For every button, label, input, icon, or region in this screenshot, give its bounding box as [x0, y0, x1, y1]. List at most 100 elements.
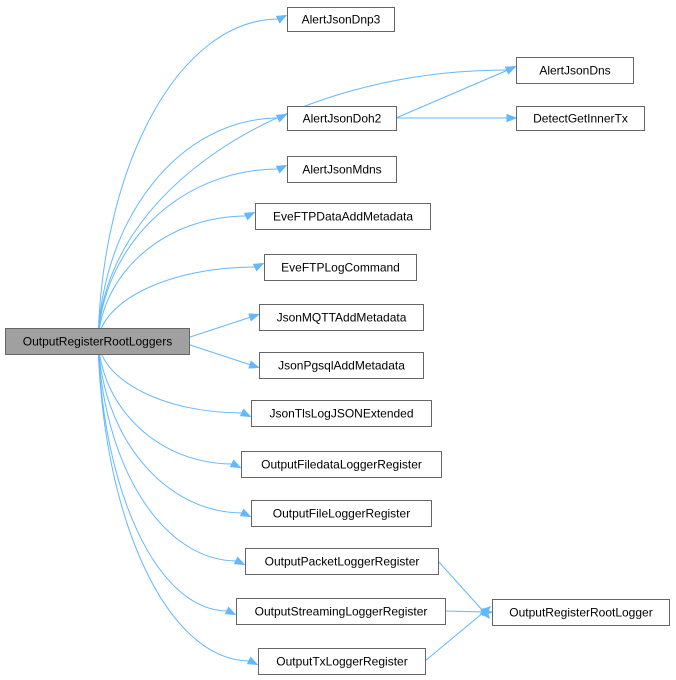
node-ftpdata[interactable]: EveFTPDataAddMetadata — [255, 203, 431, 230]
edge-root-to-mdns — [97, 164, 288, 342]
node-dns[interactable]: AlertJsonDns — [516, 57, 634, 84]
node-box — [236, 598, 446, 625]
arrowhead — [248, 360, 260, 369]
arrowhead — [275, 14, 288, 24]
node-label: EveFTPLogCommand — [281, 261, 400, 275]
edge-root-to-mqtt — [188, 313, 260, 338]
node-label: JsonPgsqlAddMetadata — [278, 359, 405, 373]
edge-line — [97, 340, 229, 612]
arrowhead — [224, 606, 237, 616]
node-box — [287, 106, 397, 131]
edge-doh2-to-innertx — [396, 113, 518, 123]
node-label: OutputFiledataLoggerRegister — [261, 458, 422, 472]
node-box — [259, 352, 424, 379]
node-label: OutputStreamingLoggerRegister — [255, 605, 428, 619]
edge-line — [395, 69, 509, 119]
node-innertx[interactable]: DetectGetInnerTx — [516, 106, 645, 131]
node-filedata[interactable]: OutputFiledataLoggerRegister — [241, 451, 442, 478]
arrowhead — [504, 66, 517, 75]
node-box — [492, 599, 670, 626]
node-tls[interactable]: JsonTlsLogJSONExtended — [251, 400, 432, 427]
node-txlogger[interactable]: OutputTxLoggerRegister — [258, 648, 426, 675]
node-box — [258, 648, 426, 675]
node-label: AlertJsonDoh2 — [303, 112, 382, 126]
node-box — [5, 328, 190, 355]
node-label: JsonTlsLogJSONExtended — [269, 407, 413, 421]
node-label: AlertJsonMdns — [302, 163, 381, 177]
node-box — [241, 451, 442, 478]
node-ftplog[interactable]: EveFTPLogCommand — [264, 254, 417, 281]
edges-layer — [97, 14, 518, 666]
arrowhead — [243, 211, 256, 221]
arrowhead — [480, 606, 492, 617]
node-box — [287, 7, 395, 32]
edge-line — [437, 560, 485, 613]
edge-root-to-dnp3 — [97, 14, 288, 342]
edge-root-to-streaming — [97, 340, 237, 616]
node-box — [264, 254, 417, 281]
edge-line — [188, 344, 252, 366]
edge-root-to-file — [97, 340, 252, 518]
node-label: OutputPacketLoggerRegister — [265, 555, 420, 569]
node-dnp3[interactable]: AlertJsonDnp3 — [287, 7, 395, 32]
node-label: OutputTxLoggerRegister — [276, 655, 407, 669]
node-label: OutputRegisterRootLoggers — [23, 335, 172, 349]
edge-line — [444, 610, 485, 613]
node-box — [516, 57, 634, 84]
node-rootlogger[interactable]: OutputRegisterRootLogger — [492, 599, 670, 626]
edge-txlogger-to-rootlogger — [424, 606, 492, 662]
node-packet[interactable]: OutputPacketLoggerRegister — [245, 548, 439, 575]
edge-line — [188, 316, 252, 338]
arrowhead — [239, 508, 252, 518]
edge-root-to-txlogger — [97, 340, 259, 666]
edge-root-to-pgsql — [188, 344, 260, 369]
node-doh2[interactable]: AlertJsonDoh2 — [287, 106, 397, 131]
edge-root-to-doh2 — [97, 113, 288, 342]
edge-root-to-ftpdata — [97, 211, 256, 342]
arrowhead — [246, 656, 259, 666]
edge-line — [97, 69, 509, 342]
node-label: AlertJsonDns — [539, 64, 610, 78]
node-label: AlertJsonDnp3 — [302, 13, 381, 27]
edge-line — [97, 18, 280, 342]
arrowhead — [506, 113, 518, 123]
edge-line — [97, 168, 280, 342]
edge-line — [97, 266, 257, 342]
node-box — [287, 156, 397, 183]
arrowhead — [233, 556, 246, 566]
node-box — [255, 203, 431, 230]
edge-line — [97, 215, 248, 342]
arrowhead — [275, 113, 288, 123]
node-pgsql[interactable]: JsonPgsqlAddMetadata — [259, 352, 424, 379]
node-label: OutputRegisterRootLogger — [509, 606, 652, 620]
node-box — [251, 500, 432, 527]
node-mqtt[interactable]: JsonMQTTAddMetadata — [259, 304, 424, 331]
node-box — [259, 304, 424, 331]
edge-root-to-filedata — [97, 340, 242, 469]
edge-line — [97, 340, 238, 562]
node-label: OutputFileLoggerRegister — [273, 507, 410, 521]
node-root[interactable]: OutputRegisterRootLoggers — [5, 328, 190, 355]
edge-line — [97, 340, 234, 465]
node-label: EveFTPDataAddMetadata — [273, 210, 413, 224]
edge-root-to-ftplog — [97, 262, 265, 342]
edge-line — [97, 340, 244, 514]
node-label: JsonMQTTAddMetadata — [277, 311, 407, 325]
edge-root-to-packet — [97, 340, 246, 566]
nodes-layer: OutputRegisterRootLoggers AlertJsonDnp3Al… — [5, 7, 670, 675]
edge-doh2-to-dns — [395, 66, 517, 119]
edge-line — [97, 117, 280, 342]
node-file[interactable]: OutputFileLoggerRegister — [251, 500, 432, 527]
arrowhead — [239, 408, 252, 418]
node-streaming[interactable]: OutputStreamingLoggerRegister — [236, 598, 446, 625]
node-box — [516, 106, 645, 131]
node-mdns[interactable]: AlertJsonMdns — [287, 156, 397, 183]
node-label: DetectGetInnerTx — [533, 112, 628, 126]
edge-line — [97, 340, 251, 662]
arrowhead — [252, 262, 265, 272]
arrowhead — [229, 459, 242, 469]
arrowhead — [248, 313, 260, 322]
node-box — [251, 400, 432, 427]
arrowhead — [275, 164, 288, 174]
